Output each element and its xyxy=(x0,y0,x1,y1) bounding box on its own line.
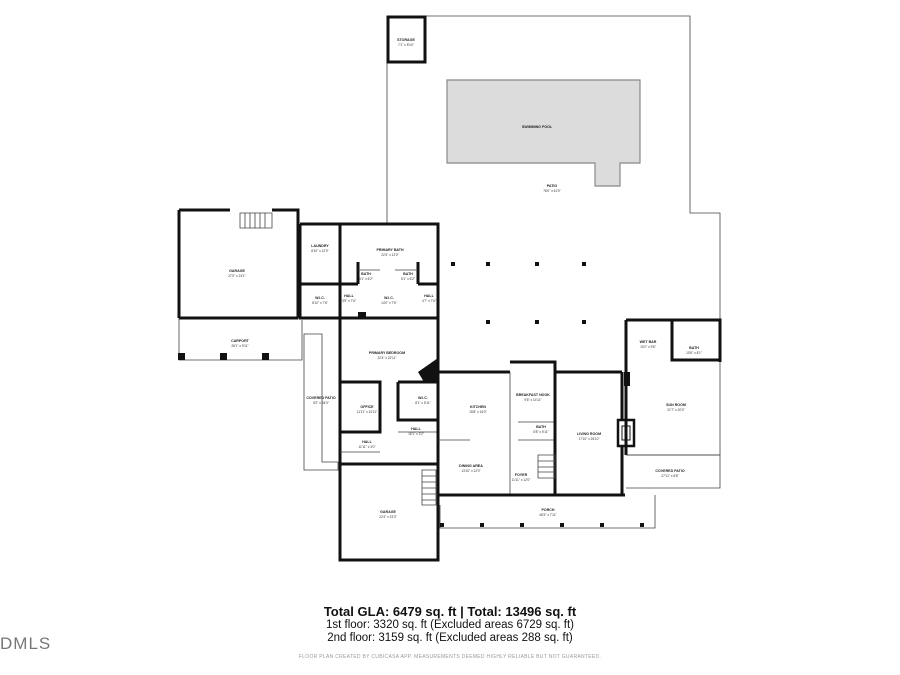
room-label: HALL xyxy=(344,294,354,298)
room-label: SWIMMING POOL xyxy=(522,125,553,129)
porch xyxy=(439,495,656,529)
room-label: PATIO xyxy=(547,184,558,188)
laundry-wing xyxy=(298,222,342,320)
room-dim: 28'1" x 9'11" xyxy=(231,344,248,348)
room-dim: 13'10" x 12'0" xyxy=(461,469,480,473)
second-floor-area: 2nd floor: 3159 sq. ft (Excluded areas 2… xyxy=(327,632,573,644)
room-label: FOYER xyxy=(515,473,528,477)
room-dim: 11'11" x 12'0" xyxy=(512,478,531,482)
room-dim: 5'8" x 5'11" xyxy=(533,430,548,434)
storage-room xyxy=(386,15,427,64)
first-floor-area: 1st floor: 3320 sq. ft (Excluded areas 6… xyxy=(325,619,575,631)
room-dim: 5'1" x 6'2" xyxy=(401,277,415,281)
swimming-pool xyxy=(446,79,641,187)
room-dim: 10'8" x 8'1" xyxy=(686,351,702,355)
room-label: HALL xyxy=(362,440,372,444)
room-label: HALL xyxy=(424,294,434,298)
room-label: PRIMARY BEDROOM xyxy=(369,351,405,355)
room-dim: 8'10" x 7'6" xyxy=(312,301,328,305)
room-label: BATH xyxy=(403,272,413,276)
room-label: W.I.C. xyxy=(384,296,394,300)
room-label: HALL xyxy=(411,427,421,431)
room-dim: 10'2" x 9'6" xyxy=(640,345,656,349)
room-label: STORAGE xyxy=(397,38,415,42)
room-dim: 27'11" x 6'8" xyxy=(661,474,678,478)
room-label: WET BAR xyxy=(640,340,657,344)
primary-suite xyxy=(340,222,440,320)
room-dim: 7'1" x 8'10" xyxy=(398,43,414,47)
room-label: SUN ROOM xyxy=(666,403,686,407)
room-dim: 3'9" x 7'6" xyxy=(342,299,356,303)
room-dim: 11'11" x 10'11" xyxy=(357,410,377,414)
room-label: KITCHEN xyxy=(470,405,486,409)
room-dim: 76'0" x 61'0" xyxy=(543,189,560,193)
covered-patio-right-outline xyxy=(626,454,721,489)
room-dim: 14'0" x 7'6" xyxy=(381,301,397,305)
room-dim: 15'8" x 16'0" xyxy=(469,410,486,414)
room-label: CARPORT xyxy=(231,339,250,343)
garage-left xyxy=(177,208,300,320)
total-area: Total GLA: 6479 sq. ft | Total: 13496 sq… xyxy=(323,604,577,619)
room-label: BATH xyxy=(536,425,546,429)
west-block xyxy=(338,318,440,466)
room-dim: 27'0" x 24'1" xyxy=(228,274,245,278)
room-dim: 5'1" x 6'2" xyxy=(359,277,373,281)
sun-room-block xyxy=(624,318,722,456)
room-label: OFFICE xyxy=(360,405,374,409)
room-dim: 22'4" x 23'3" xyxy=(379,515,396,519)
room-label: BREAKFAST NOOK xyxy=(516,393,550,397)
watermark-logo: DMLS xyxy=(0,634,52,653)
room-label: BATH xyxy=(361,272,371,276)
room-dim: 17'10" x 26'10" xyxy=(578,437,599,441)
room-dim: 11'11" x 3'0" xyxy=(358,445,375,449)
carport xyxy=(178,318,303,361)
room-label: GARAGE xyxy=(229,269,245,273)
room-labels: STORAGE 7'1" x 8'10" SWIMMING POOL PATIO… xyxy=(228,38,702,519)
room-dim: 22'4" x 12'0" xyxy=(381,253,398,257)
room-dim: 48'3" x 7'11" xyxy=(539,513,556,517)
room-dim: 8'1" x 5'11" xyxy=(415,401,430,405)
room-label: LAUNDRY xyxy=(311,244,329,248)
room-label: COVERED PATIO xyxy=(655,469,684,473)
room-label: GARAGE xyxy=(380,510,396,514)
room-dim: 8'2" x 34'0" xyxy=(313,401,329,405)
disclaimer: FLOOR PLAN CREATED BY CUBICASA APP. MEAS… xyxy=(298,654,602,660)
garage-bottom xyxy=(338,464,440,562)
room-dim: 22'4" x 22'11" xyxy=(377,356,396,360)
room-label: PRIMARY BATH xyxy=(376,248,403,252)
room-dim: 8'10" x 12'0" xyxy=(311,249,328,253)
room-label: PORCH xyxy=(542,508,555,512)
room-label: BATH xyxy=(689,346,699,350)
room-label: DINING AREA xyxy=(459,464,483,468)
room-dim: 16'1" x 3'2" xyxy=(408,432,424,436)
room-label: W.I.C. xyxy=(315,296,325,300)
room-label: LIVING ROOM xyxy=(577,432,601,436)
room-dim: 9'6" x 14'11" xyxy=(524,398,541,402)
center-block xyxy=(436,360,625,505)
room-dim: 21'7" x 20'0" xyxy=(667,408,684,412)
patio-posts xyxy=(451,262,586,324)
room-label: W.I.C. xyxy=(418,396,428,400)
room-dim: 4'7" x 7'6" xyxy=(422,299,436,303)
covered-patio-left-outline xyxy=(303,333,339,471)
room-label: COVERED PATIO xyxy=(306,396,335,400)
